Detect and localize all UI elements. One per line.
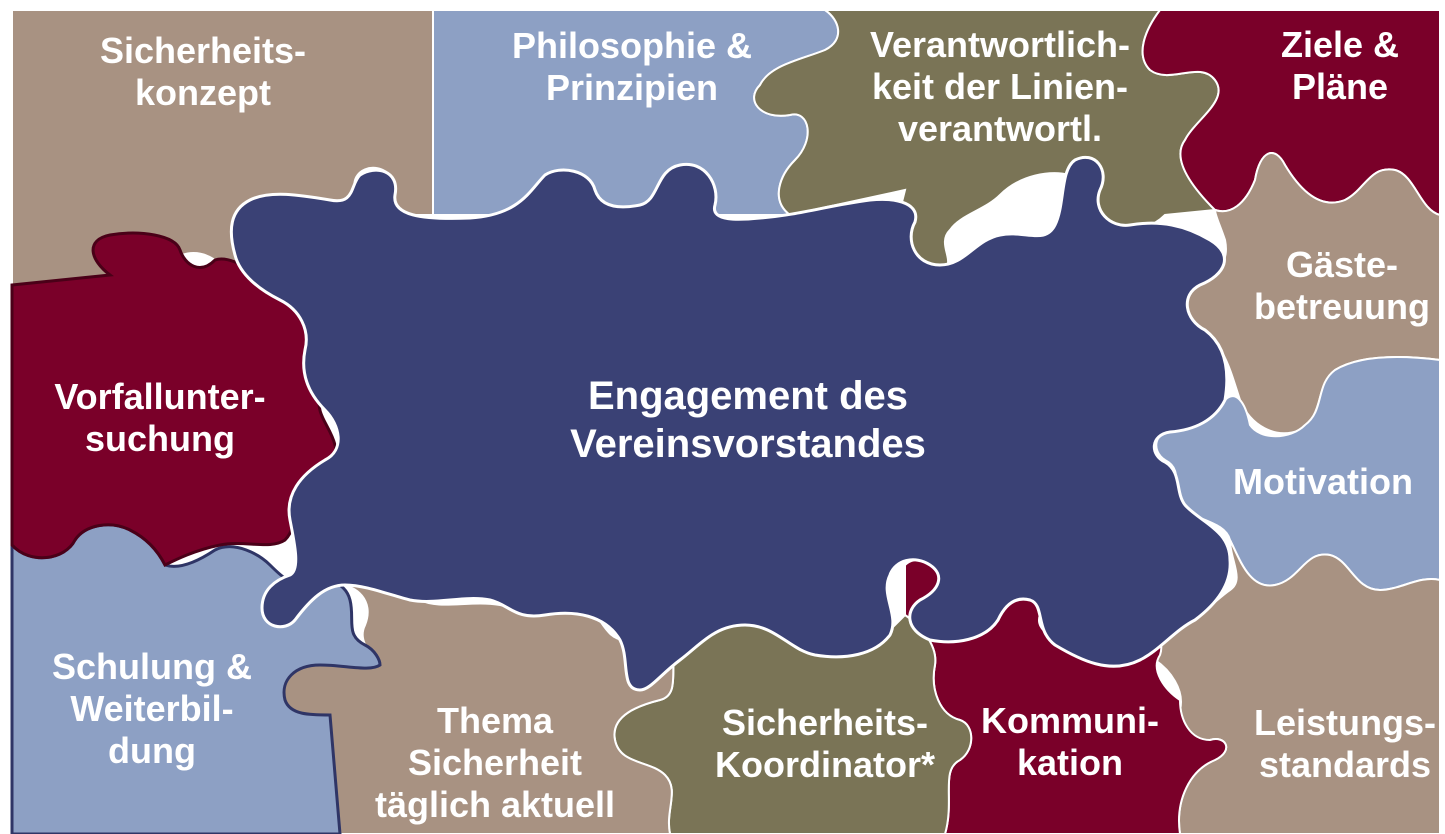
- label-line: Philosophie &: [511, 25, 753, 66]
- label-line: Motivation: [1233, 461, 1413, 502]
- label-line: Ziele &: [1280, 24, 1400, 65]
- label-line: Sicherheits-: [99, 30, 307, 71]
- label-line: Kommuni-: [981, 700, 1159, 741]
- label-line: Verantwortlich-: [869, 24, 1131, 65]
- label-line: betreuung: [1254, 286, 1430, 328]
- label-line: Gäste-: [1285, 244, 1399, 285]
- label-line: verantwortl.: [897, 108, 1103, 150]
- center-line-2: Vereinsvorstandes: [570, 422, 926, 466]
- center-line-1: Engagement des: [587, 374, 909, 418]
- label-line: Leistungs-: [1253, 702, 1437, 743]
- label-gaestebetreuung: Gäste- betreuung: [1254, 244, 1430, 328]
- label-line: dung: [108, 730, 196, 772]
- label-thema: Thema Sicherheit täglich aktuell: [375, 700, 615, 826]
- label-line: kation: [1016, 742, 1124, 784]
- label-leistungsstandards: Leistungs- standards: [1254, 702, 1436, 786]
- label-line: Pläne: [1291, 66, 1389, 108]
- piece-center: [229, 155, 1232, 692]
- label-line: Weiterbil-: [70, 688, 234, 730]
- label-line: täglich aktuell: [374, 784, 616, 826]
- label-philosophie: Philosophie & Prinzipien: [512, 25, 752, 109]
- label-kommunikation: Kommuni- kation: [981, 700, 1159, 784]
- label-koordinator: Sicherheits- Koordinator*: [715, 702, 935, 786]
- label-line: Koordinator*: [715, 744, 935, 786]
- center-label: Engagement des Vereinsvorstandes: [570, 372, 926, 468]
- label-line: Sicherheit: [407, 742, 583, 784]
- label-vorfall: Vorfallunter- suchung: [54, 376, 265, 460]
- label-schulung: Schulung & Weiterbil- dung: [52, 646, 252, 772]
- label-ziele: Ziele & Pläne: [1281, 24, 1399, 108]
- label-motivation: Motivation: [1233, 461, 1413, 503]
- label-line: Sicherheits-: [721, 702, 929, 743]
- label-line: suchung: [85, 418, 235, 460]
- label-line: Schulung &: [52, 646, 252, 687]
- label-line: Prinzipien: [545, 67, 719, 109]
- piece-vorfall: [10, 231, 338, 568]
- label-line: standards: [1258, 744, 1432, 786]
- label-line: konzept: [134, 72, 272, 114]
- label-line: Vorfallunter-: [54, 376, 266, 417]
- label-line: Thema: [436, 700, 554, 741]
- label-line: keit der Linien-: [871, 66, 1129, 108]
- label-verantwortlichkeit: Verantwortlich- keit der Linien- verantw…: [870, 24, 1130, 150]
- label-sicherheitskonzept: Sicherheits- konzept: [100, 30, 306, 114]
